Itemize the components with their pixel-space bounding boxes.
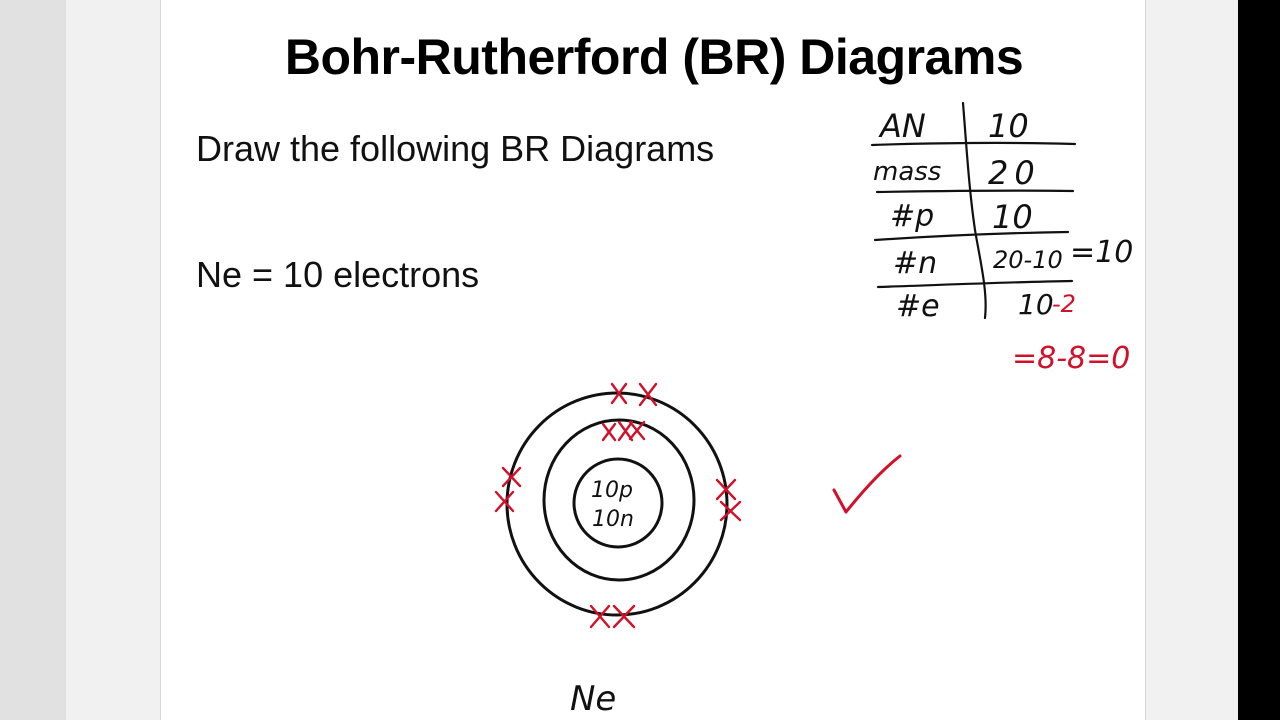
background-left [0, 0, 66, 720]
table-divider-vertical [961, 101, 987, 320]
instruction-text: Draw the following BR Diagrams [196, 128, 715, 169]
electron-inner-2 [617, 420, 634, 442]
electron-outer-2 [638, 382, 658, 407]
electron-inner-3 [628, 420, 646, 441]
table-value-an: 10 [988, 107, 1029, 145]
table-label-electrons: #e [896, 289, 940, 324]
electron-outer-4 [494, 490, 515, 513]
electron-outer-8 [612, 604, 636, 629]
table-line-4 [876, 279, 1074, 289]
table-value-protons: 10 [992, 198, 1033, 236]
electron-outer-7 [589, 604, 611, 629]
background-margin-left [66, 0, 160, 720]
slide: Bohr-Rutherford (BR) Diagrams Draw the f… [160, 0, 1146, 720]
table-electrons-red-correction: -2 [1052, 290, 1076, 318]
table-grid [870, 101, 1077, 320]
element-label: Ne [570, 679, 616, 719]
table-value-mass: 20 [988, 154, 1041, 192]
nucleus [572, 457, 664, 549]
electron-outer-3 [501, 466, 522, 488]
table-line-3 [873, 230, 1070, 242]
nucleus-protons: 10p [591, 478, 633, 503]
electron-inner-1 [601, 422, 617, 442]
electron-outer-5 [715, 478, 737, 501]
nucleus-neutrons: 10n [592, 507, 634, 532]
electron-marks [494, 382, 742, 629]
table-line-2 [875, 189, 1075, 194]
electron-outer-6 [719, 500, 742, 522]
electron-outer-1 [610, 382, 628, 405]
table-value-electrons: 10 [1018, 288, 1054, 321]
table-label-neutrons: #n [893, 246, 937, 281]
table-neutrons-result: =10 [1070, 235, 1133, 270]
element-electron-text: Ne = 10 electrons [196, 254, 480, 295]
table-line-1 [870, 141, 1077, 147]
table-value-neutrons: 20-10 [993, 246, 1063, 274]
inner-shell [542, 418, 696, 582]
slide-title: Bohr-Rutherford (BR) Diagrams [284, 29, 1024, 85]
red-note-calculation: =8-8=0 [1012, 341, 1130, 376]
table-label-an: AN [878, 107, 926, 145]
table-label-mass: mass [873, 157, 941, 187]
background-margin-right [1146, 0, 1238, 720]
bohr-diagram [505, 391, 729, 617]
checkmark-icon [832, 454, 902, 514]
table-label-protons: #p [890, 199, 934, 234]
